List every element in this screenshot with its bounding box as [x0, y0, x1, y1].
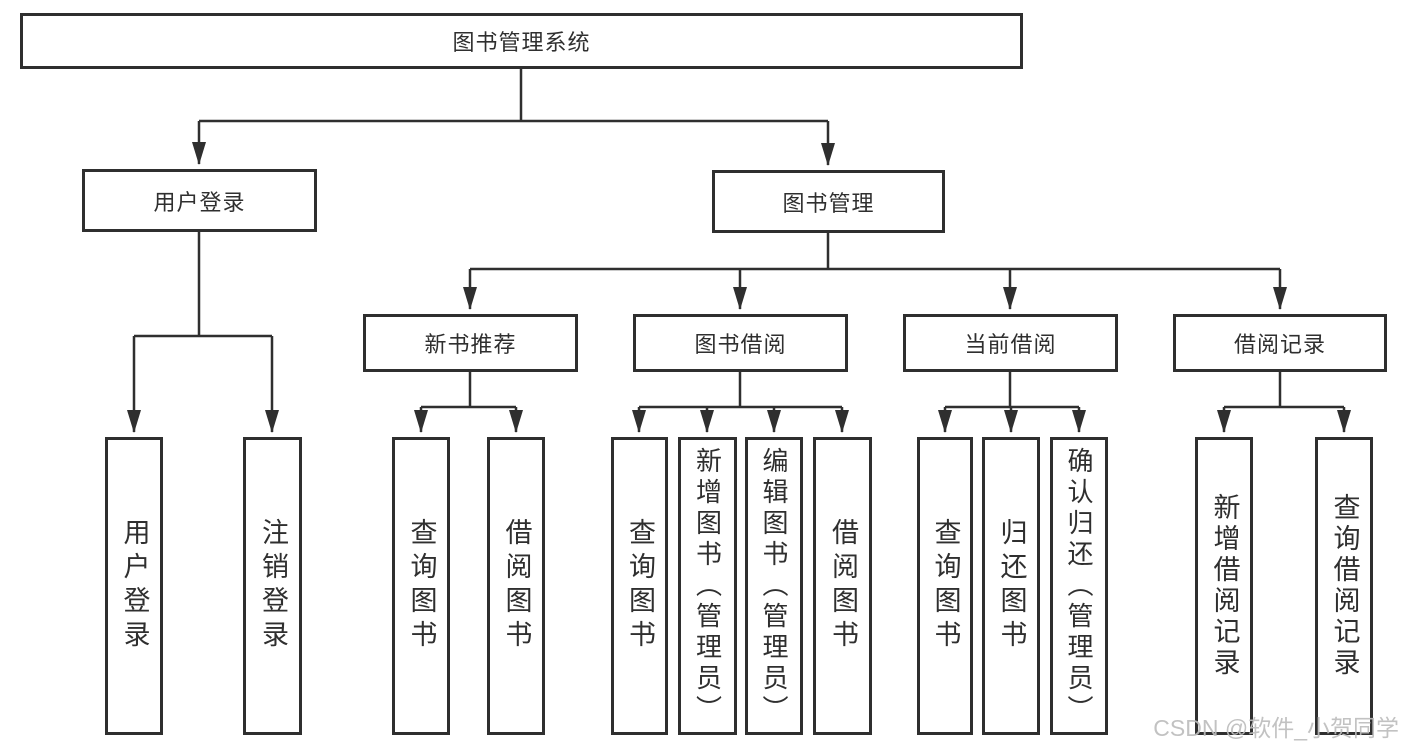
- node-user-login-label: 用户登录: [153, 189, 246, 215]
- leaf-newbook-borrow-books: 借阅图书: [487, 437, 545, 735]
- leaf-borrow-borrow-books: 借阅图书: [813, 437, 872, 735]
- node-book-borrowing: 图书借阅: [633, 314, 848, 372]
- leaf-borrow-add-books-admin-label: 新增图书（管理员）: [692, 446, 723, 726]
- node-borrowing-records-label: 借阅记录: [1233, 332, 1326, 357]
- csdn-watermark: CSDN @软件_小贺同学: [1153, 715, 1399, 741]
- leaf-current-confirm-return-admin: 确认归还（管理员）: [1050, 437, 1108, 735]
- leaf-current-query-books-label: 查询图书: [930, 518, 961, 654]
- leaf-records-add-record-label: 新增借阅记录: [1209, 493, 1240, 679]
- leaf-newbook-borrow-books-label: 借阅图书: [501, 518, 532, 654]
- leaf-current-return-books: 归还图书: [982, 437, 1040, 735]
- leaf-borrow-borrow-books-label: 借阅图书: [828, 518, 858, 654]
- node-book-management-label: 图书管理: [782, 190, 875, 216]
- node-root: 图书管理系统: [20, 13, 1023, 69]
- leaf-newbook-query-books: 查询图书: [392, 437, 450, 735]
- leaf-borrow-query-books: 查询图书: [611, 437, 668, 735]
- node-root-label: 图书管理系统: [452, 30, 591, 55]
- leaf-current-query-books: 查询图书: [917, 437, 973, 735]
- leaf-records-query-record-label: 查询借阅记录: [1329, 493, 1360, 679]
- node-user-login: 用户登录: [82, 169, 317, 232]
- node-new-book-recommendation: 新书推荐: [363, 314, 578, 372]
- node-book-borrowing-label: 图书借阅: [694, 332, 787, 357]
- node-book-management: 图书管理: [712, 170, 945, 233]
- leaf-logout: 注销登录: [243, 437, 302, 735]
- leaf-borrow-edit-books-admin-label: 编辑图书（管理员）: [759, 446, 789, 726]
- leaf-borrow-edit-books-admin: 编辑图书（管理员）: [745, 437, 803, 735]
- leaf-records-query-record: 查询借阅记录: [1315, 437, 1373, 735]
- leaf-current-return-books-label: 归还图书: [996, 518, 1027, 654]
- leaf-borrow-query-books-label: 查询图书: [625, 518, 655, 654]
- node-current-borrowing: 当前借阅: [903, 314, 1118, 372]
- leaf-newbook-query-books-label: 查询图书: [406, 518, 437, 654]
- node-borrowing-records: 借阅记录: [1173, 314, 1387, 372]
- node-new-book-label: 新书推荐: [424, 332, 517, 357]
- leaf-user-login-label: 用户登录: [119, 518, 150, 654]
- leaf-logout-label: 注销登录: [258, 518, 288, 654]
- leaf-borrow-add-books-admin: 新增图书（管理员）: [678, 437, 737, 735]
- leaf-records-add-record: 新增借阅记录: [1195, 437, 1253, 735]
- leaf-current-confirm-return-admin-label: 确认归还（管理员）: [1064, 446, 1094, 726]
- node-current-borrowing-label: 当前借阅: [964, 332, 1057, 357]
- leaf-user-login: 用户登录: [105, 437, 163, 735]
